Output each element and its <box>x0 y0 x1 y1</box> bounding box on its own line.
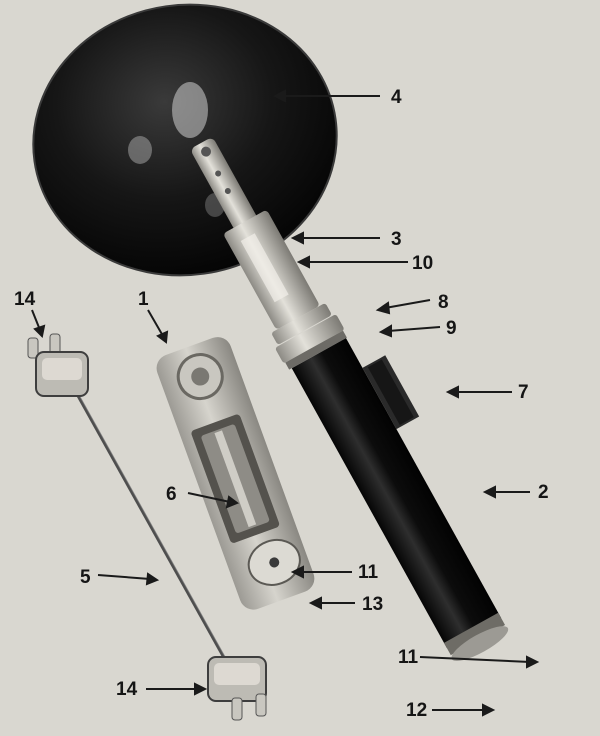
callout-2: 2 <box>538 482 549 503</box>
callout-9: 9 <box>446 318 457 339</box>
callout-13: 13 <box>362 594 384 615</box>
callout-12: 12 <box>406 700 428 721</box>
callout-4: 4 <box>391 87 402 108</box>
connecting-cord <box>70 383 234 673</box>
leader-lines <box>31 89 540 717</box>
callout-10: 10 <box>412 253 434 274</box>
callout-8: 8 <box>438 292 449 313</box>
cord-plug-top <box>27 333 89 397</box>
flash-battery-tube <box>191 138 509 661</box>
callout-6: 6 <box>166 484 177 505</box>
callout-11-bottom: 11 <box>398 647 419 668</box>
bracket <box>156 337 315 610</box>
callout-14-top: 14 <box>14 289 36 310</box>
callout-7: 7 <box>518 382 529 403</box>
reflector-dish <box>32 3 338 277</box>
callout-3: 3 <box>391 229 402 250</box>
callout-5: 5 <box>80 567 91 588</box>
callout-1: 1 <box>138 289 149 310</box>
callout-11-mid: 11 <box>358 562 379 583</box>
cord-plug-bottom <box>207 656 267 721</box>
callout-14-bottom: 14 <box>116 679 138 700</box>
